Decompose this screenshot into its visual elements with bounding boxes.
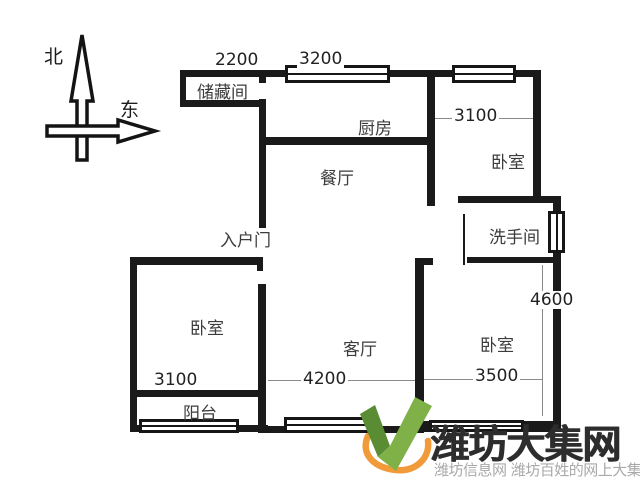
wall-living-right [415, 258, 424, 432]
watermark-subtitle: 潍坊信息网 潍坊百姓的网上大集 [434, 461, 640, 479]
dim-bedroom-ne-width: 3100 [452, 106, 500, 126]
dimline-east-depth [542, 265, 543, 416]
east-arrow-icon [45, 117, 162, 145]
dim-bedroom-se-width: 3500 [473, 366, 521, 386]
room-label-balcony: 阳台 [183, 404, 217, 424]
room-label-bedroom-se: 卧室 [480, 336, 514, 356]
wall-hall-upper [259, 99, 266, 228]
room-label-kitchen: 厨房 [358, 119, 392, 139]
north-arrow-icon [68, 34, 96, 162]
wall-bedroom-w-top [130, 257, 263, 265]
wall-bedroom-ne-bottom [458, 196, 561, 203]
wall-bedroom-ne-right [533, 77, 541, 198]
wall-balcony-bottom-right [236, 425, 268, 432]
wall-storage-left [180, 70, 186, 107]
room-label-entrance-door: 入户门 [220, 231, 271, 251]
wall-balcony-bottom-left [130, 425, 142, 432]
wall-right-lower [553, 251, 561, 432]
dim-east-side-depth: 4600 [528, 290, 576, 310]
wall-right-upper [553, 203, 561, 213]
room-label-bedroom-w: 卧室 [190, 319, 224, 339]
logo-orange-swoosh [362, 432, 432, 474]
room-label-bathroom: 洗手间 [489, 228, 540, 248]
v-checkmark-logo-icon [360, 397, 432, 474]
wall-mid-left [258, 284, 266, 432]
compass-icon [45, 34, 162, 162]
wall-living-right-stub [415, 258, 433, 265]
window-living [284, 417, 378, 433]
room-label-living: 客厅 [343, 340, 377, 360]
room-label-bedroom-ne: 卧室 [491, 153, 525, 173]
wall-bedroom-w-door-tick [257, 257, 263, 271]
wall-hall-tick [259, 77, 266, 83]
dim-bedroom-w-width: 3100 [152, 370, 200, 390]
wall-living-bottom-left [258, 426, 286, 433]
compass-north-label: 北 [44, 46, 64, 68]
window-bathroom [548, 211, 565, 253]
wall-bathroom-left [463, 214, 465, 265]
dim-kitchen-width: 3200 [297, 49, 345, 69]
wall-storage-bottom [180, 100, 261, 107]
room-label-storage: 储藏间 [197, 83, 248, 103]
window-bedroom-ne [452, 65, 516, 83]
compass-east-label: 东 [120, 99, 140, 121]
window-balcony [139, 419, 239, 433]
dim-living-width: 4200 [301, 369, 349, 389]
room-label-dining: 餐厅 [320, 169, 354, 189]
wall-balcony-divider [133, 390, 258, 397]
window-bedroom-se [429, 420, 524, 432]
wall-left [130, 257, 137, 432]
dim-storage-width: 2200 [213, 50, 261, 70]
wall-kitchen-bottom [263, 137, 435, 145]
wall-bathroom-bottom [467, 257, 557, 263]
